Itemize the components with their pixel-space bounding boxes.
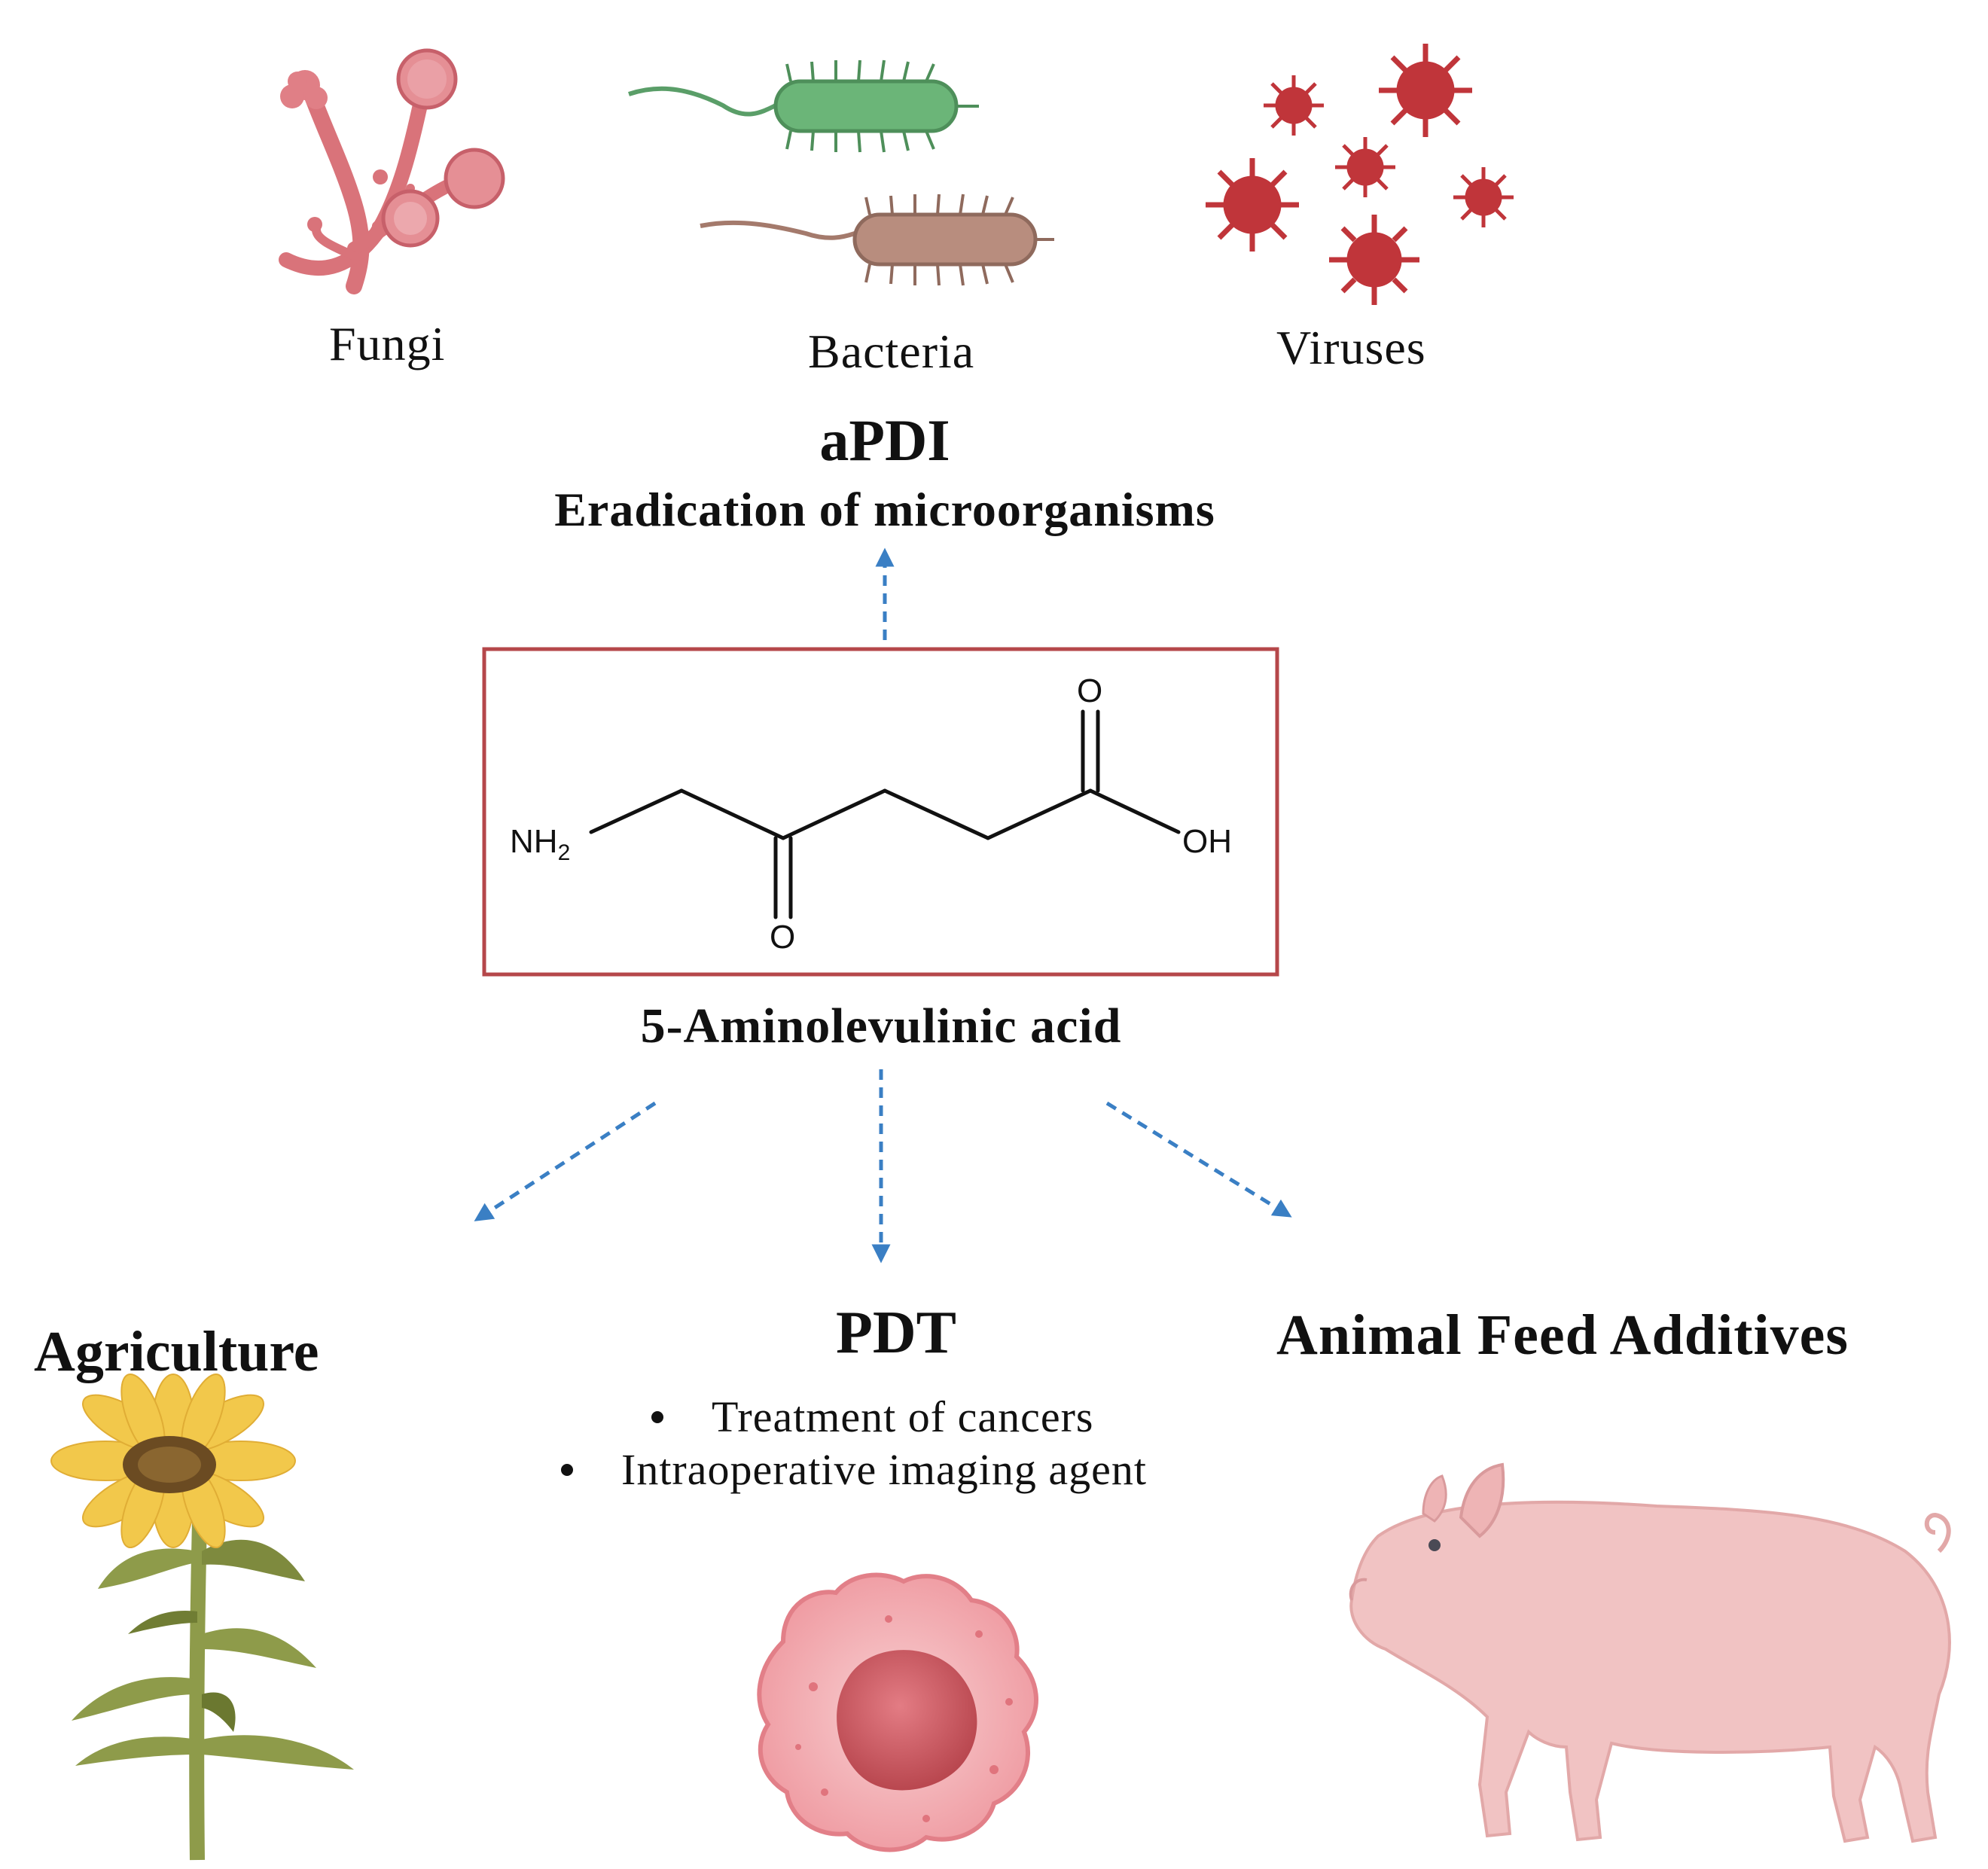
cancer-cell-icon <box>757 1572 1038 1852</box>
apdi-title: aPDI <box>819 407 950 473</box>
bullet-icon <box>561 1464 573 1476</box>
pdt-bullet-item: Treatment of cancers <box>561 1391 1147 1444</box>
pdt-title: PDT <box>836 1300 956 1366</box>
viruses-label: Viruses <box>1276 321 1426 374</box>
atom-o-bottom: O <box>770 919 796 956</box>
atom-oh: OH <box>1182 823 1232 860</box>
virus-icon <box>1206 44 1514 305</box>
apdi-subtitle: Eradication of microorganisms <box>554 483 1215 536</box>
fungi-label: Fungi <box>329 317 446 370</box>
pig-icon <box>1349 1462 1951 1843</box>
molecule-box <box>482 647 1279 977</box>
arrow-to-animal-feed <box>1105 1101 1292 1218</box>
pdt-bullet-text: Intraoperative imaging agent <box>621 1445 1147 1494</box>
animal-feed-title: Animal Feed Additives <box>1276 1303 1849 1367</box>
pdt-bullet-item: Intraoperative imaging agent <box>561 1444 1147 1496</box>
atom-o-top: O <box>1077 672 1103 709</box>
pdt-bullet-list: Treatment of cancers Intraoperative imag… <box>561 1391 1147 1496</box>
bacteria-label: Bacteria <box>808 325 975 378</box>
arrow-to-agriculture <box>474 1101 657 1221</box>
bullet-icon <box>651 1411 663 1423</box>
atom-nh2: NH2 <box>510 823 570 866</box>
molecule-name: 5-Aminolevulinic acid <box>640 999 1122 1053</box>
molecule-structure <box>589 709 1181 919</box>
pdt-bullet-text: Treatment of cancers <box>712 1392 1094 1441</box>
arrows <box>474 547 1292 1264</box>
atom-nh2-text: NH <box>510 823 558 860</box>
atom-nh2-subscript: 2 <box>557 840 571 865</box>
sunflower-icon <box>50 1373 354 1861</box>
fungi-icon <box>279 48 505 294</box>
bacteria-icon <box>628 59 1054 286</box>
agriculture-title: Agriculture <box>34 1320 319 1383</box>
